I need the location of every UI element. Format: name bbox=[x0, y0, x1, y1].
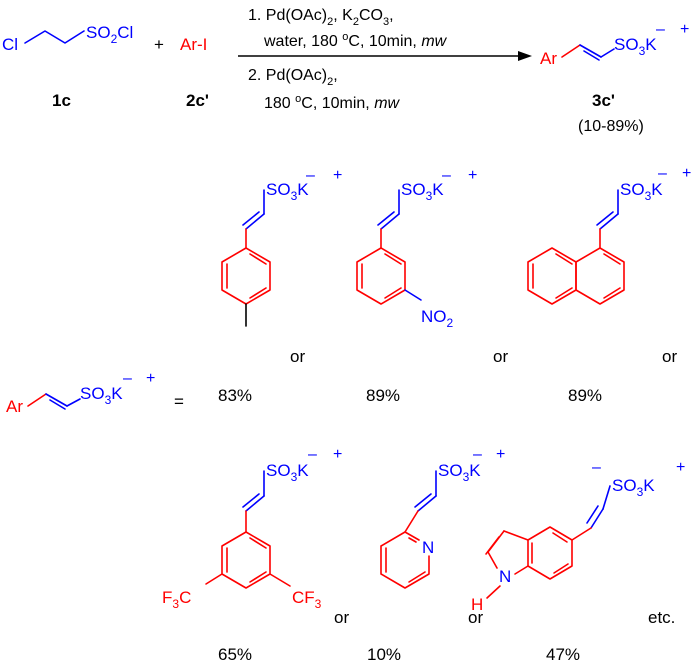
svg-text:+: + bbox=[680, 21, 689, 38]
svg-text:+: + bbox=[682, 165, 691, 182]
plus-sign: + bbox=[154, 35, 164, 54]
svg-text:–: – bbox=[306, 167, 315, 184]
svg-text:2. Pd(OAc)2,: 2. Pd(OAc)2, bbox=[248, 67, 338, 88]
svg-text:+: + bbox=[146, 370, 155, 387]
svg-text:N: N bbox=[422, 538, 434, 557]
svg-text:+: + bbox=[333, 446, 342, 463]
reaction-conditions: 1. Pd(OAc)2, K2CO3, water, 180 oC, 10min… bbox=[248, 7, 448, 112]
svg-text:SO3K: SO3K bbox=[401, 180, 444, 203]
structure-3-5-bis-cf3-phenyl: SO3K – + F3C CF3 bbox=[162, 446, 342, 611]
yield-naphthyl: 89% bbox=[568, 386, 602, 405]
svg-text:–: – bbox=[658, 165, 667, 182]
svg-text:Ar: Ar bbox=[6, 397, 23, 416]
svg-text:SO2Cl: SO2Cl bbox=[86, 23, 133, 46]
or-connector-5: or bbox=[468, 608, 483, 627]
product-3c: Ar SO3K – + 3c' (10-89%) bbox=[540, 21, 689, 135]
svg-text:+: + bbox=[468, 167, 477, 184]
svg-text:N: N bbox=[499, 567, 511, 586]
svg-text:+: + bbox=[676, 459, 685, 476]
svg-text:1. Pd(OAc)2, K2CO3,: 1. Pd(OAc)2, K2CO3, bbox=[248, 7, 394, 28]
yield-indolyl: 47% bbox=[546, 645, 580, 664]
compound-id-2c: 2c' bbox=[186, 91, 209, 110]
yield-bis-cf3-phenyl: 65% bbox=[218, 645, 252, 664]
reagent-2c: Ar-I 2c' bbox=[180, 35, 209, 110]
structure-2-pyridyl: SO3K – + N bbox=[380, 446, 505, 589]
etc-connector: etc. bbox=[648, 608, 675, 627]
svg-text:SO3K: SO3K bbox=[266, 180, 309, 203]
svg-text:SO3K: SO3K bbox=[612, 476, 655, 499]
ar-vinyl-sulfonate-definition: Ar SO3K – + = bbox=[6, 370, 184, 416]
svg-text:–: – bbox=[473, 446, 482, 463]
svg-text:–: – bbox=[308, 446, 317, 463]
svg-text:SO3K: SO3K bbox=[620, 180, 663, 203]
compound-id-1c: 1c bbox=[52, 91, 71, 110]
svg-text:Cl: Cl bbox=[2, 35, 18, 54]
svg-text:CF3: CF3 bbox=[292, 588, 322, 611]
svg-text:+: + bbox=[496, 446, 505, 463]
yield-nitrophenyl: 89% bbox=[366, 386, 400, 405]
or-connector-2: or bbox=[493, 347, 508, 366]
structure-4-methylphenyl: SO3K – + bbox=[221, 167, 342, 327]
yield-range: (10-89%) bbox=[578, 118, 644, 135]
svg-text:SO3K: SO3K bbox=[266, 461, 309, 484]
structure-1-naphthyl: SO3K – + bbox=[527, 165, 691, 305]
svg-text:H: H bbox=[471, 595, 483, 614]
svg-text:water, 180 oC, 10min, mw: water, 180 oC, 10min, mw bbox=[263, 31, 448, 50]
svg-text:NO2: NO2 bbox=[421, 307, 454, 330]
svg-text:F3C: F3C bbox=[162, 588, 191, 611]
structure-5-indolyl: SO3K – + N H bbox=[471, 459, 685, 614]
svg-text:SO3K: SO3K bbox=[438, 461, 481, 484]
reaction-arrow bbox=[238, 51, 532, 61]
svg-text:–: – bbox=[592, 459, 601, 476]
svg-text:SO3K: SO3K bbox=[614, 35, 657, 58]
svg-text:–: – bbox=[656, 21, 665, 38]
or-connector-4: or bbox=[334, 608, 349, 627]
svg-text:SO3K: SO3K bbox=[80, 384, 123, 407]
svg-text:180 oC, 10min, mw: 180 oC, 10min, mw bbox=[264, 93, 401, 112]
or-connector-1: or bbox=[290, 347, 305, 366]
structure-3-nitrophenyl: SO3K – + NO2 bbox=[356, 167, 477, 330]
svg-text:–: – bbox=[123, 370, 132, 387]
reagent-1c: Cl SO2Cl 1c bbox=[2, 23, 133, 110]
equals-sign: = bbox=[174, 392, 184, 411]
svg-text:–: – bbox=[442, 167, 451, 184]
yield-pyridyl: 10% bbox=[367, 645, 401, 664]
svg-text:Ar: Ar bbox=[540, 49, 557, 68]
compound-id-3c: 3c' bbox=[592, 91, 615, 110]
svg-text:+: + bbox=[333, 167, 342, 184]
yield-tolyl: 83% bbox=[218, 386, 252, 405]
or-connector-3: or bbox=[662, 347, 677, 366]
svg-text:Ar-I: Ar-I bbox=[180, 35, 207, 54]
